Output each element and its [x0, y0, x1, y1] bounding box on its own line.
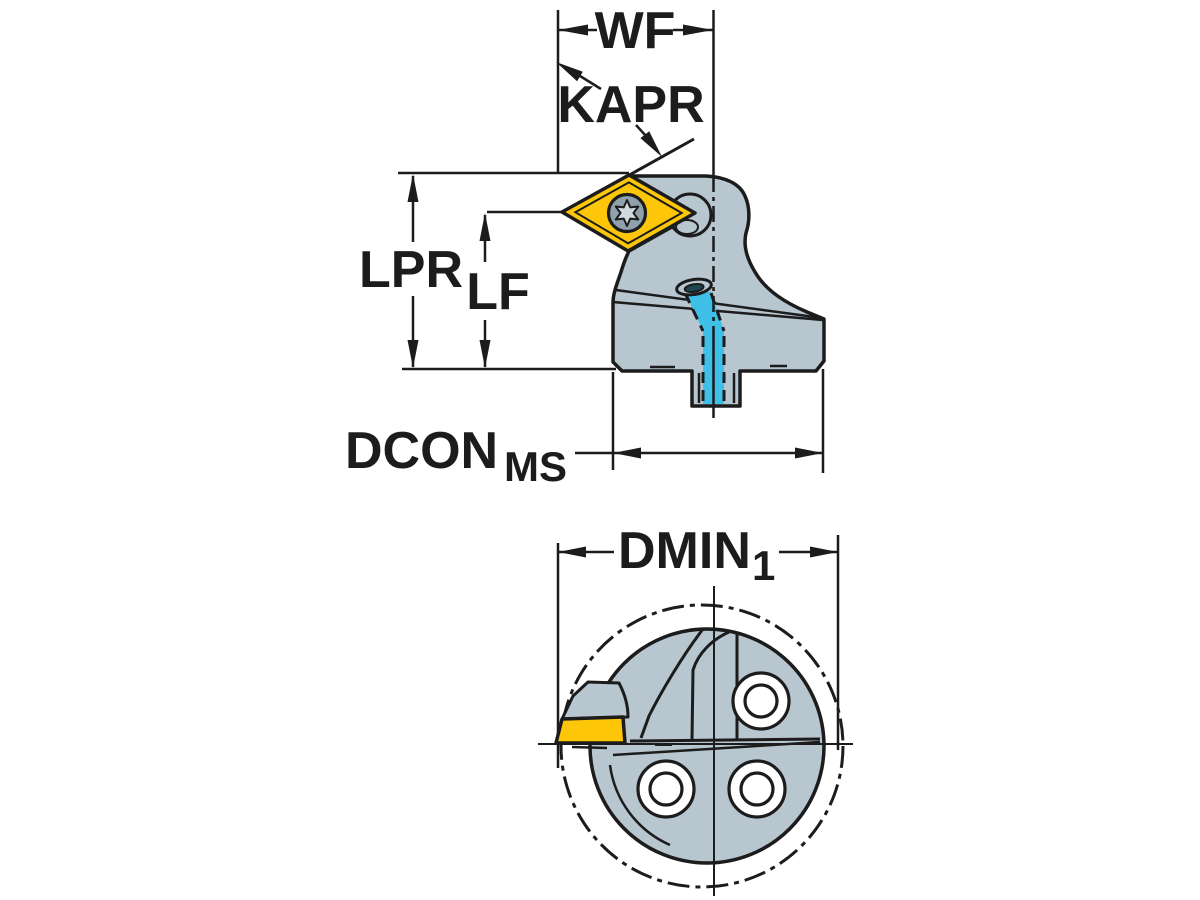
hole-inner [743, 683, 779, 719]
wf-arrow-left [558, 24, 588, 36]
kapr-leader-line-2 [635, 124, 647, 137]
kapr-arrow-2 [640, 131, 662, 157]
reference-lines [398, 10, 715, 371]
tool-body-end [588, 627, 826, 865]
coolant-inlet-inner [683, 282, 705, 294]
dmin-dimension: DMIN 1 [556, 522, 840, 768]
kapr-annotation: KAPR [556, 62, 705, 185]
lpr-label: LPR [359, 241, 463, 299]
tool-body-side [611, 174, 826, 408]
wf-dimension: WF [558, 2, 713, 60]
dmin-arrow-right [810, 546, 838, 558]
coolant-inlet-hole [675, 277, 713, 297]
lpr-arrow-down [407, 340, 419, 368]
dmin-label: DMIN [618, 522, 751, 580]
kapr-arrow-1 [556, 62, 583, 82]
lpr-dimension: LPR [359, 174, 463, 368]
dcon-arrow-right [795, 447, 823, 459]
hole-inner [739, 771, 775, 807]
pocket-corner-detail [675, 219, 699, 235]
dcon-arrow-left [613, 447, 641, 459]
dmin-subscript: 1 [752, 542, 775, 589]
lpr-arrow-up [407, 174, 419, 202]
dcon-dimension: DCON MS [345, 369, 825, 490]
hole-inner [648, 771, 684, 807]
insert-screw [606, 192, 648, 234]
lf-label: LF [466, 263, 530, 321]
dcon-label: DCON [345, 422, 498, 480]
insert-end [554, 715, 627, 745]
body-contour-sweep [639, 628, 705, 739]
kapr-leader-line-1 [579, 74, 602, 91]
insert-seat-boss [560, 680, 630, 721]
hole-lower-right [727, 759, 787, 819]
torx-star-icon [614, 199, 640, 227]
lower-face-chamfer-arc [608, 764, 671, 847]
wf-label: WF [595, 2, 676, 60]
dmin-arrow-left [558, 546, 586, 558]
coolant-hidden-edge-1 [683, 292, 705, 332]
flange-upper-edge-line [615, 288, 823, 320]
dcon-subscript: MS [504, 443, 567, 490]
wf-arrow-right [683, 24, 713, 36]
insert-underside-line [571, 745, 608, 750]
dmin-circle [559, 603, 845, 889]
stub-edge-left [690, 630, 730, 742]
end-view: DMIN 1 [538, 522, 853, 896]
insert-chamfer-edge [573, 181, 684, 245]
lf-arrow-up [479, 213, 491, 241]
kapr-label: KAPR [557, 76, 704, 134]
side-view: WF KAPR LPR LF [345, 2, 826, 490]
hole-upper-right [731, 671, 791, 731]
lf-dimension: LF [466, 213, 530, 368]
lf-arrow-down [479, 340, 491, 368]
hole-lower-left [636, 759, 696, 819]
mid-band-upper-line [629, 737, 821, 743]
